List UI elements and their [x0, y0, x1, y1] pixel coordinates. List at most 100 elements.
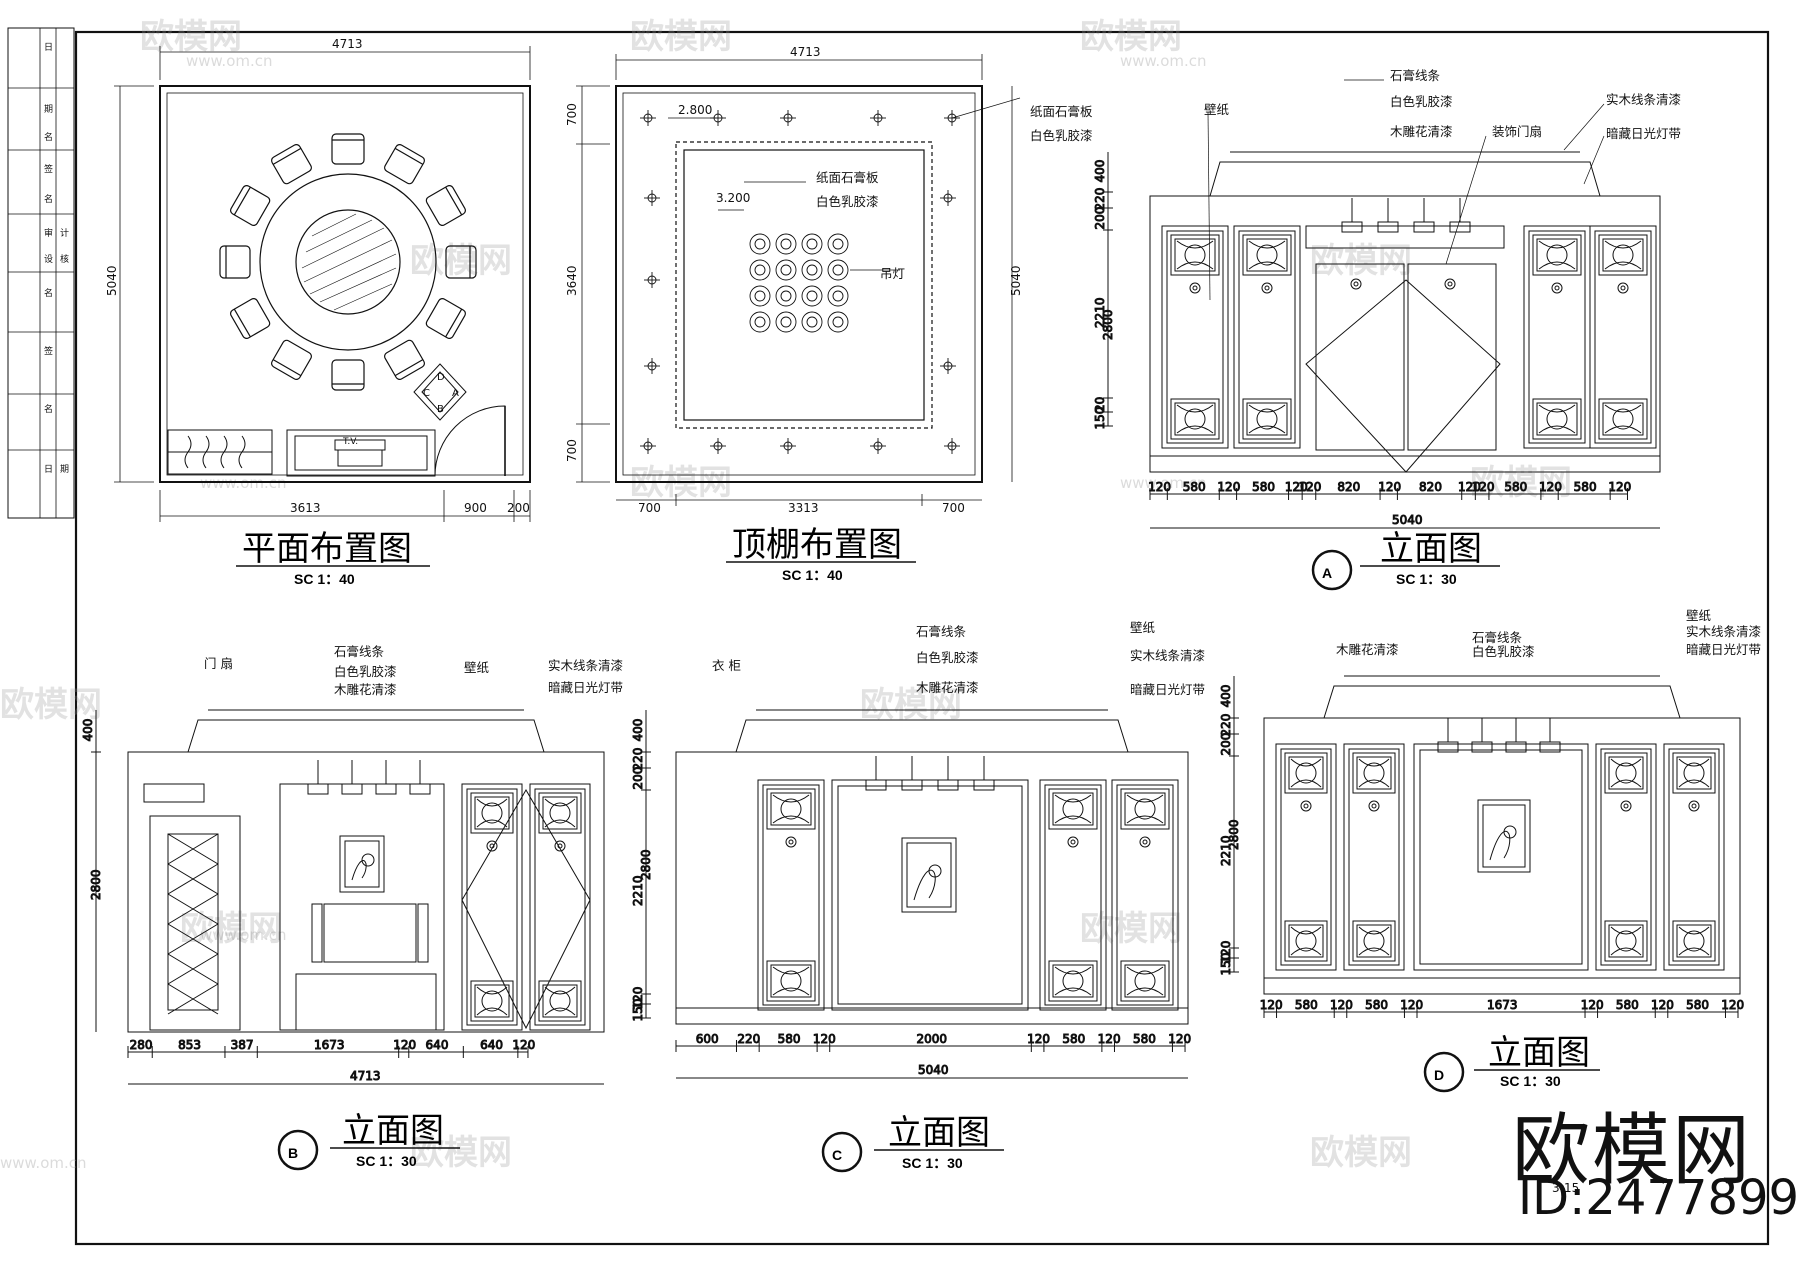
ornament-inner: [1052, 792, 1094, 826]
level-mark: 3.200: [716, 191, 750, 205]
chair-seat: [445, 245, 477, 279]
tv-screen: [323, 903, 417, 963]
panel-inner: [1280, 748, 1332, 966]
door-lattice: [167, 983, 219, 1015]
elevation-marker: D: [1434, 1067, 1444, 1083]
pendant-light: [1413, 198, 1435, 233]
wall-panel: [757, 779, 825, 1011]
material-note: 壁纸: [1130, 620, 1156, 635]
ornament-rosette: [1295, 930, 1317, 952]
ornament-inner: [1608, 756, 1644, 790]
pendant-light: [1471, 718, 1493, 753]
elevation-marker: C: [832, 1147, 842, 1163]
chandelier-core: [806, 290, 818, 302]
carved-ornament: [1170, 398, 1220, 440]
knob-inner: [1691, 803, 1697, 809]
material-note: 石膏线条: [916, 624, 967, 639]
drawing-scale: SC 1：30: [1500, 1073, 1561, 1089]
carved-ornament: [766, 960, 816, 1002]
knob-outer: [1067, 836, 1079, 848]
pendant-light: [375, 760, 397, 795]
knob-outer: [1350, 278, 1362, 290]
chandelier-unit: [749, 311, 771, 333]
level-mark: 2.800: [678, 103, 712, 117]
dim-label: 700: [638, 501, 661, 515]
dim-label: 220: [631, 748, 645, 771]
wall-outline: [1263, 717, 1741, 995]
plan-furniture: [167, 363, 506, 477]
carved-ornament: [1048, 788, 1098, 830]
pendant-shade: [409, 783, 431, 795]
dim-label: 580: [1252, 480, 1275, 494]
dim-label: 20: [1093, 397, 1107, 412]
ornament-rosette: [1363, 930, 1385, 952]
ornament-scroll: [1678, 758, 1710, 788]
material-note: 实木线条清漆: [1130, 648, 1205, 663]
feature-panel: [1413, 743, 1589, 971]
chandelier-unit: [827, 233, 849, 255]
ornament-rosette: [1546, 244, 1568, 266]
knob-outer: [1139, 836, 1151, 848]
panel-outer: [1663, 743, 1725, 971]
ornament-scroll: [1538, 240, 1576, 270]
dim-label: 280: [130, 1038, 153, 1052]
material-note: 暗藏日光灯带: [1686, 642, 1761, 657]
dim-label: 120: [1298, 480, 1321, 494]
knob-inner: [1070, 839, 1076, 845]
panel-outer: [1233, 225, 1301, 449]
dim-label: 200: [631, 767, 645, 790]
chandelier-unit: [775, 233, 797, 255]
chandelier-core: [780, 316, 792, 328]
pendant-light: [341, 760, 363, 795]
ceiling-dimensions: [576, 54, 1013, 506]
dim-label: 120: [1378, 480, 1401, 494]
wall-panel: [1523, 225, 1591, 449]
dim-label: 580: [778, 1032, 801, 1046]
chandelier-core: [832, 290, 844, 302]
chandelier-ring: [775, 311, 797, 333]
panel-knob: [1300, 800, 1312, 812]
material-note: 白色乳胶漆: [916, 650, 979, 665]
knob-outer: [486, 840, 498, 852]
ceiling-plan: [615, 85, 983, 483]
panel-inner: [1528, 230, 1586, 444]
tb-cell: 日: [44, 42, 53, 53]
ornament-rosette: [1256, 244, 1278, 266]
dim-label: 580: [1365, 998, 1388, 1012]
downlight: [940, 358, 956, 374]
chandelier-core: [754, 238, 766, 250]
wall-artwork: [901, 837, 957, 913]
elev-a-title-group: A 立面图 SC 1：30: [1311, 529, 1500, 591]
dim-label: 2800: [639, 849, 653, 880]
material-note: 衣 柜: [712, 658, 741, 673]
dining-chair: [384, 339, 425, 380]
tb-cell: 计: [60, 227, 69, 239]
door-transom: [143, 783, 205, 803]
material-note: 壁纸: [1686, 608, 1712, 623]
wall-outline: [127, 751, 605, 1033]
chandelier-core: [806, 264, 818, 276]
wall-outline: [1149, 195, 1661, 473]
ornament-inner: [1246, 402, 1288, 436]
carved-ornament: [538, 980, 582, 1022]
knob-inner: [1142, 839, 1148, 845]
material-note: 暗藏日光灯带: [548, 680, 623, 695]
chandelier-unit: [749, 285, 771, 307]
ceiling-note: 纸面石膏板: [816, 170, 879, 185]
panel-inner: [762, 784, 820, 1006]
ornament-scroll: [1126, 966, 1164, 996]
artwork-mat: [906, 842, 952, 908]
ornament-rosette: [1256, 408, 1278, 430]
pendant-light: [1505, 718, 1527, 753]
ornament-rosette: [549, 802, 571, 824]
dim-label: 1673: [314, 1038, 345, 1052]
panel-knob: [1688, 800, 1700, 812]
ornament-inner: [1288, 756, 1324, 790]
door-header: [1305, 225, 1505, 249]
dim-label: 120: [1400, 998, 1423, 1012]
ornament-rosette: [1612, 244, 1634, 266]
carved-ornament: [1604, 752, 1648, 794]
sheet-number: 3-15: [1552, 1181, 1579, 1195]
dim-label: 120: [1472, 480, 1495, 494]
